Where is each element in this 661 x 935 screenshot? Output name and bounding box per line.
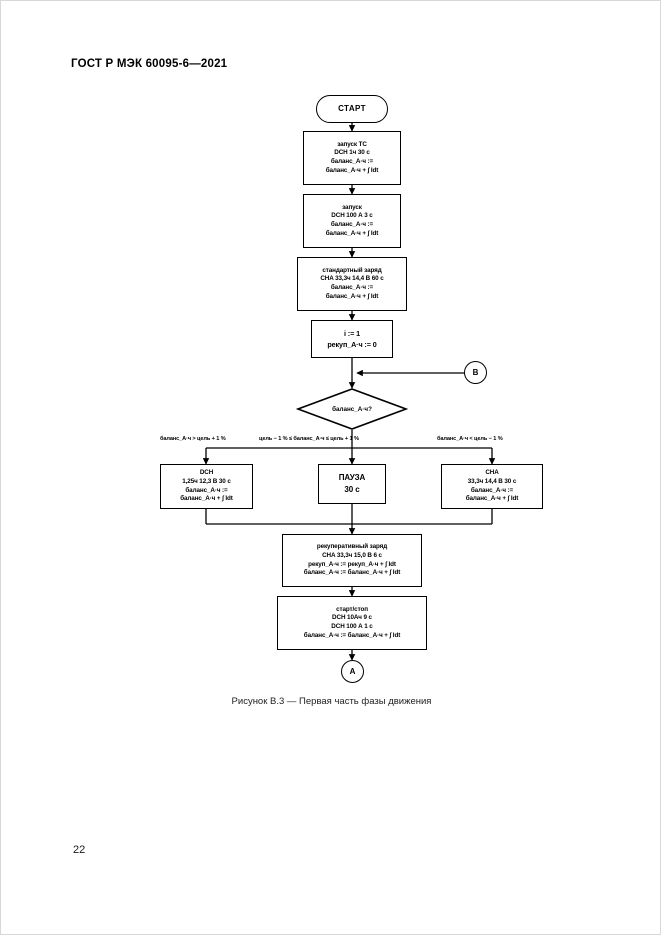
flow-node-start-stop-line2: DCH 10Ач 9 с <box>332 614 372 622</box>
flow-node-dch-line4: баланс_А·ч + ∫ Idt <box>180 495 233 503</box>
flow-node-pause: ПАУЗА 30 с <box>318 464 386 504</box>
flow-connector-b: В <box>464 361 487 384</box>
flow-node-launch-ts: запуск ТС DCH 1ч 30 с баланс_А·ч := бала… <box>303 131 401 185</box>
flow-node-launch-line3: баланс_А·ч := <box>330 221 374 228</box>
flow-node-start-stop-line1: старт/стоп <box>336 605 368 613</box>
flow-node-cha: CHA 33,3ч 14,4 В 30 с баланс_А·ч := бала… <box>441 464 543 509</box>
flow-node-launch: запуск DCH 100 А 3 с баланс_А·ч := балан… <box>303 194 401 248</box>
flow-node-launch-ts-line1: запуск ТС <box>337 140 367 148</box>
flow-node-recuperative-charge-line2: CHA 33,3ч 15,0 В 6 с <box>322 551 382 559</box>
flow-node-launch-ts-line4: баланс_А·ч + ∫ Idt <box>325 166 379 174</box>
flow-node-dch-line3: баланс_А·ч := <box>185 486 228 494</box>
flow-node-cha-line1: CHA <box>485 469 499 477</box>
flow-node-recuperative-charge-line1: рекуперативный заряд <box>316 543 388 551</box>
flow-node-start-stop: старт/стоп DCH 10Ач 9 с DCH 100 А 1 с ба… <box>277 596 427 650</box>
flow-branch-label-right: баланс_А·ч < цель − 1 % <box>437 436 503 442</box>
flow-node-launch-line4: баланс_А·ч + ∫ Idt <box>325 229 379 237</box>
flow-node-start-label: СТАРТ <box>338 104 366 114</box>
diamond-shape-icon <box>297 388 407 430</box>
flow-node-start-stop-line4: баланс_А·ч := баланс_А·ч + ∫ Idt <box>303 631 401 639</box>
flow-node-standard-charge-line3: баланс_А·ч := <box>330 284 374 291</box>
figure-caption: Рисунок В.3 — Первая часть фазы движения <box>231 696 432 707</box>
flow-node-recuperative-charge-line3: рекуп_А·ч := рекуп_А·ч + ∫ Idt <box>308 560 396 568</box>
flow-node-launch-ts-line2: DCH 1ч 30 с <box>334 149 370 157</box>
flow-node-start-stop-line3: DCH 100 А 1 с <box>331 623 373 630</box>
flowchart-connector-lines <box>202 123 496 661</box>
flow-connector-b-label: В <box>472 368 479 377</box>
flow-connector-a-label: А <box>349 667 356 676</box>
flow-node-dch: DCH 1,25ч 12,3 В 30 с баланс_А·ч := бала… <box>160 464 253 509</box>
flow-node-pause-line2: 30 с <box>344 485 360 494</box>
flow-branch-label-left: баланс_А·ч > цель + 1 % <box>160 436 226 442</box>
flow-node-standard-charge-line4: баланс_А·ч + ∫ Idt <box>325 292 379 300</box>
flow-node-launch-line1: запуск <box>342 203 362 211</box>
flow-branch-label-middle: цель − 1 % ≤ баланс_А·ч ≤ цель + 1 % <box>259 436 359 442</box>
flowchart: СТАРТ запуск ТС DCH 1ч 30 с баланс_А·ч :… <box>1 81 661 691</box>
document-header: ГОСТ Р МЭК 60095-6—2021 <box>71 58 228 70</box>
flow-connector-a: А <box>341 660 364 683</box>
flow-node-start: СТАРТ <box>316 95 388 123</box>
flow-decision-balance: баланс_А·ч? <box>297 388 407 430</box>
flow-node-dch-line1: DCH <box>199 469 214 477</box>
flow-node-init: i := 1 рекуп_А·ч := 0 <box>311 320 393 358</box>
flow-node-standard-charge-line1: стандартный заряд <box>322 266 382 274</box>
flow-node-pause-line1: ПАУЗА <box>338 473 366 482</box>
flow-node-standard-charge-line2: CHA 33,3ч 14,4 В 60 с <box>320 275 384 283</box>
flow-node-launch-ts-line3: баланс_А·ч := <box>330 158 374 165</box>
flow-node-recuperative-charge: рекуперативный заряд CHA 33,3ч 15,0 В 6 … <box>282 534 422 587</box>
flow-node-launch-line2: DCH 100 А 3 с <box>331 212 373 220</box>
flow-node-init-line1: i := 1 <box>344 328 360 338</box>
flow-decision-balance-label: баланс_А·ч? <box>332 405 372 413</box>
flow-node-init-line2: рекуп_А·ч := 0 <box>327 340 377 349</box>
flow-node-standard-charge: стандартный заряд CHA 33,3ч 14,4 В 60 с … <box>297 257 407 311</box>
flow-node-recuperative-charge-line4: баланс_А·ч := баланс_А·ч + ∫ Idt <box>303 569 401 577</box>
flow-node-cha-line3: баланс_А·ч := <box>470 486 514 494</box>
flow-node-cha-line2: 33,3ч 14,4 В 30 с <box>467 477 517 485</box>
flow-node-cha-line4: баланс_А·ч + ∫ Idt <box>465 495 519 503</box>
page-number: 22 <box>73 844 86 856</box>
flow-node-dch-line2: 1,25ч 12,3 В 30 с <box>182 477 231 485</box>
